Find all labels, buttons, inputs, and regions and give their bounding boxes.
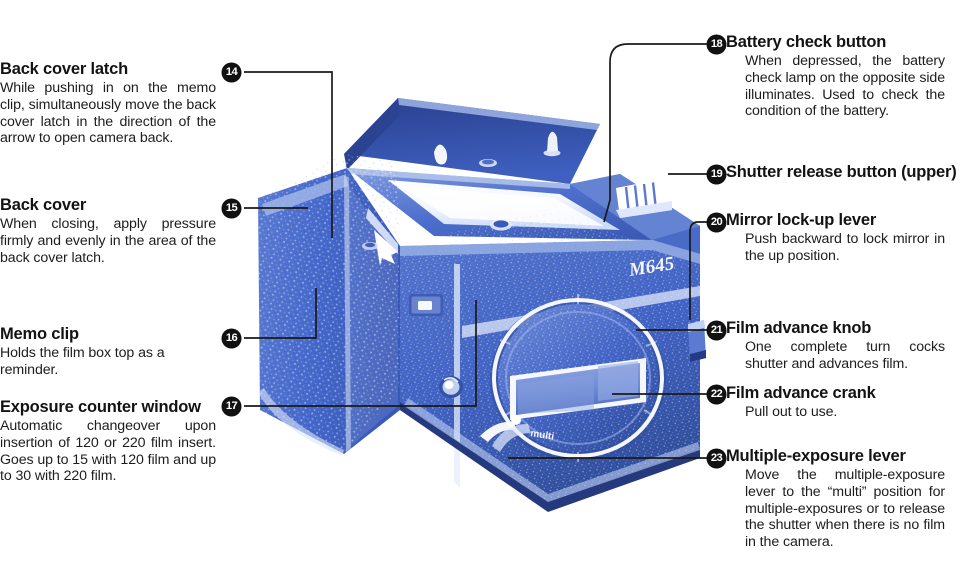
entry-body: Automatic changeover upon insertion of 1…: [0, 418, 216, 485]
entry-mirror-lock-up-lever: Mirror lock-up lever Push backward to lo…: [726, 211, 964, 265]
film-advance-knob: [490, 294, 666, 462]
multiple-exposure-lever: multi: [480, 415, 555, 452]
entry-title: Film advance crank: [726, 384, 876, 402]
entry-back-cover-latch: Back cover latch While pushing in on the…: [0, 60, 216, 147]
entry-title: Memo clip: [0, 325, 79, 343]
entry-body: Move the multiple-exposure lever to the …: [745, 467, 945, 550]
entry-body: Holds the film box top as a reminder.: [0, 345, 165, 378]
mirror-lock-up-lever: [688, 320, 706, 362]
entry-body: Push backward to lock mirror in the up p…: [745, 231, 945, 264]
entry-title: Film advance knob: [726, 319, 872, 337]
callout-badge-20[interactable]: 20: [707, 213, 726, 232]
callout-badge-14[interactable]: 14: [222, 63, 241, 82]
entry-memo-clip: Memo clip Holds the film box top as a re…: [0, 325, 216, 379]
callout-badge-21[interactable]: 21: [707, 321, 726, 340]
entry-title: Back cover latch: [0, 60, 128, 78]
entry-back-cover: Back cover When closing, apply pressure …: [0, 196, 216, 266]
callout-badge-17[interactable]: 17: [222, 397, 241, 416]
entry-title: Multiple-exposure lever: [726, 447, 906, 465]
entry-body: Pull out to use.: [745, 404, 838, 421]
callout-badge-22[interactable]: 22: [707, 385, 726, 404]
back-cover-latch: [366, 208, 398, 266]
entry-body: One complete turn cocks shutter and adva…: [745, 339, 945, 372]
callout-badge-16[interactable]: 16: [222, 329, 241, 348]
callout-badge-23[interactable]: 23: [707, 449, 726, 468]
callout-badge-15[interactable]: 15: [222, 199, 241, 218]
entry-title: Mirror lock-up lever: [726, 211, 877, 229]
entry-body: When closing, apply pressure firmly and …: [0, 216, 216, 266]
entry-body: When depressed, the battery check lamp o…: [745, 53, 945, 120]
exposure-counter-window: [439, 376, 463, 398]
battery-check-button: [490, 219, 512, 231]
entry-title: Shutter release button (upper): [726, 163, 957, 181]
callout-badge-19[interactable]: 19: [707, 165, 726, 184]
svg-text:multi: multi: [530, 428, 556, 443]
entry-title: Battery check button: [726, 33, 887, 51]
entry-exposure-counter-window: Exposure counter window Automatic change…: [0, 398, 216, 485]
entry-film-advance-crank: Film advance crank Pull out to use.: [726, 384, 964, 421]
entry-multiple-exposure-lever: Multiple-exposure lever Move the multipl…: [726, 447, 964, 550]
entry-battery-check-button: Battery check button When depressed, the…: [726, 33, 964, 120]
memo-clip: [409, 294, 443, 316]
film-advance-crank: [510, 358, 646, 420]
entry-film-advance-knob: Film advance knob One complete turn cock…: [726, 319, 964, 373]
entry-shutter-release-button: Shutter release button (upper): [726, 163, 964, 183]
entry-body: While pushing in on the memo clip, simul…: [0, 80, 216, 147]
camera-illustration: multi M645: [248, 58, 708, 528]
entry-title: Exposure counter window: [0, 398, 201, 416]
entry-title: Back cover: [0, 196, 87, 214]
callout-badge-18[interactable]: 18: [707, 35, 726, 54]
